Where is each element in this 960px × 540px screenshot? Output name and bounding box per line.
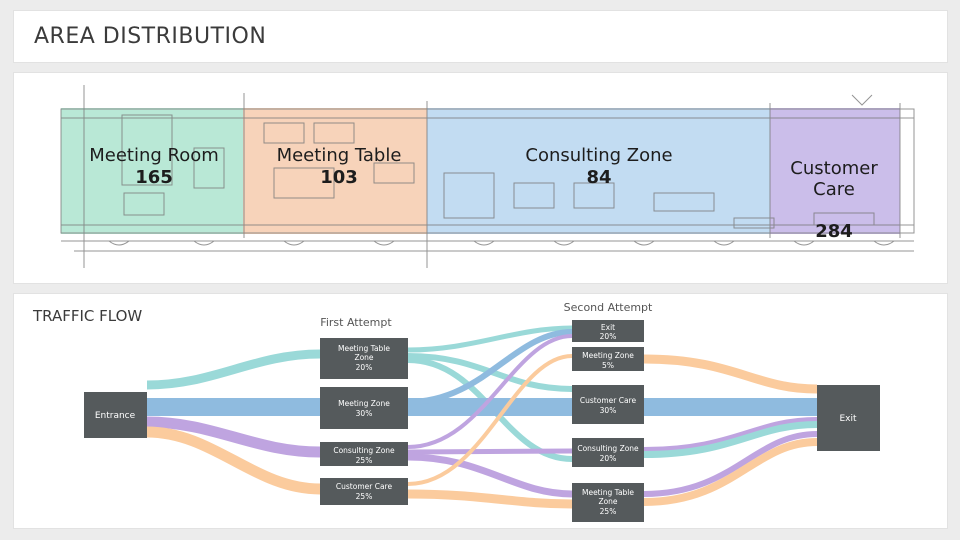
node-label: Meeting Zone: [582, 351, 634, 360]
second-attempt-label: Second Attempt: [564, 301, 653, 314]
node-first-meeting-table[interactable]: Meeting Table Zone 20%: [320, 338, 408, 379]
node-second-customer-care[interactable]: Customer Care 30%: [572, 385, 644, 424]
sankey-diagram: First Attempt Second Attempt Entrance Me…: [84, 301, 880, 522]
node-label: Consulting Zone: [577, 444, 639, 453]
node-label: Customer Care: [580, 396, 637, 405]
node-label: Meeting Table: [338, 344, 390, 353]
zone-value: 165: [135, 167, 173, 188]
node-label: Entrance: [95, 411, 136, 421]
link-cc-meeting-table[interactable]: [407, 489, 573, 509]
link-cz-exit[interactable]: [407, 334, 573, 449]
node-label: Meeting Zone: [338, 399, 390, 408]
node-exit[interactable]: Exit: [817, 385, 880, 451]
node-pct: 25%: [356, 456, 373, 465]
area-distribution-header: AREA DISTRIBUTION: [13, 10, 948, 63]
node-pct: 30%: [356, 409, 373, 418]
node-pct: 25%: [600, 507, 617, 516]
node-first-meeting-zone[interactable]: Meeting Zone 30%: [320, 387, 408, 429]
link-entrance-customer-care[interactable]: [146, 426, 321, 495]
link-entrance-consulting[interactable]: [146, 416, 321, 458]
node-second-exit[interactable]: Exit 20%: [572, 320, 644, 342]
link-cz-consulting[interactable]: [407, 448, 573, 455]
first-attempt-label: First Attempt: [320, 316, 392, 329]
link-mt-exit[interactable]: [407, 325, 573, 353]
node-label: Customer Care: [336, 482, 393, 491]
node-pct: 5%: [602, 361, 614, 370]
zone-name: Meeting Table: [276, 145, 402, 166]
zone-consulting-area[interactable]: [427, 108, 770, 234]
traffic-flow-panel: TRAFFIC FLOW First Attempt: [13, 293, 948, 529]
node-first-consulting-zone[interactable]: Consulting Zone 25%: [320, 442, 408, 466]
zone-value: 84: [586, 167, 612, 188]
zone-value: 103: [320, 167, 358, 188]
link-2cz-exit-b[interactable]: [643, 417, 818, 451]
link-cz-meeting-table[interactable]: [407, 453, 573, 498]
floor-plan-panel: Meeting Room 165 Meeting Table 103 Consu…: [13, 72, 948, 284]
node-pct: 20%: [356, 363, 373, 372]
floor-plan-lines: [60, 85, 915, 268]
node-entrance[interactable]: Entrance: [84, 392, 147, 438]
sankey-links: [146, 325, 818, 509]
zone-meeting-table-label: Meeting Table 103: [259, 145, 419, 189]
node-second-meeting-zone[interactable]: Meeting Zone 5%: [572, 347, 644, 371]
node-second-consulting-zone[interactable]: Consulting Zone 20%: [572, 438, 644, 467]
zone-customer-care-label: Customer Care 284: [774, 137, 894, 263]
node-label: Consulting Zone: [333, 446, 395, 455]
zone-value: 284: [815, 221, 853, 242]
node-label: Zone: [598, 497, 617, 506]
link-cc-meeting-zone[interactable]: [407, 354, 573, 486]
link-2mt-exit-b[interactable]: [643, 438, 818, 506]
node-pct: 20%: [600, 332, 617, 341]
node-label: Zone: [354, 353, 373, 362]
node-label: Exit: [601, 323, 615, 332]
zone-consulting-label: Consulting Zone 84: [499, 145, 699, 189]
link-2mt-exit[interactable]: [643, 431, 818, 497]
zone-meeting-room-label: Meeting Room 165: [74, 145, 234, 189]
node-pct: 20%: [600, 454, 617, 463]
zone-name: Meeting Room: [89, 145, 219, 166]
traffic-flow-title: TRAFFIC FLOW: [33, 307, 143, 325]
page-title: AREA DISTRIBUTION: [34, 24, 267, 49]
zone-name: Consulting Zone: [525, 145, 673, 166]
node-label: Meeting Table: [582, 488, 634, 497]
node-label: Exit: [839, 414, 857, 424]
node-pct: 30%: [600, 406, 617, 415]
node-pct: 25%: [356, 492, 373, 501]
link-2cz-exit[interactable]: [643, 420, 818, 458]
zone-name: Customer Care: [790, 158, 878, 200]
floor-plan: [60, 85, 915, 268]
link-2mz-exit[interactable]: [643, 354, 818, 394]
link-entrance-meeting-table[interactable]: [146, 349, 321, 390]
node-first-customer-care[interactable]: Customer Care 25%: [320, 478, 408, 505]
node-second-meeting-table[interactable]: Meeting Table Zone 25%: [572, 483, 644, 522]
link-mz-exit[interactable]: [407, 329, 573, 405]
zone-meeting-room-area[interactable]: [61, 108, 243, 234]
